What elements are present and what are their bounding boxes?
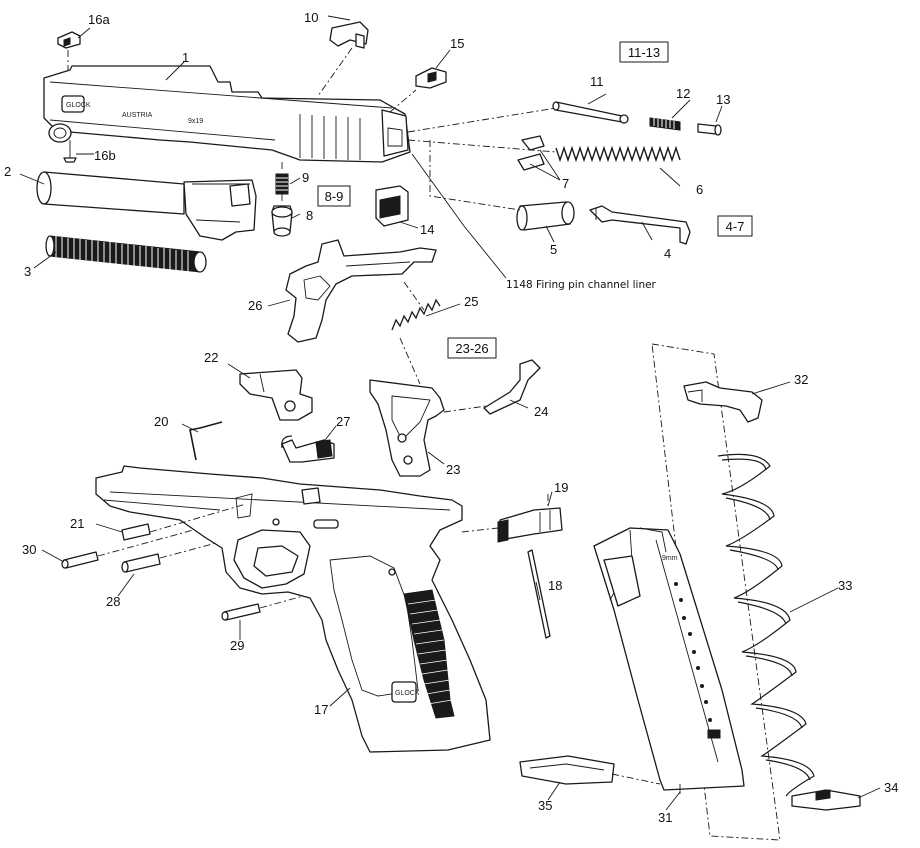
group-box-11-13: 11-13 xyxy=(619,41,669,63)
callout-18: 18 xyxy=(548,578,562,593)
slide-brand-mark: GLOCK xyxy=(66,102,91,109)
callout-31: 31 xyxy=(658,810,672,825)
callout-25: 25 xyxy=(464,294,478,309)
group-box-23-26: 23-26 xyxy=(447,337,497,359)
locking-block-part xyxy=(239,369,313,421)
magazine-catch-part xyxy=(497,494,563,543)
slide-origin-mark: AUSTRIA xyxy=(122,112,153,119)
callout-10: 10 xyxy=(304,10,318,25)
spring-cups-part xyxy=(517,135,545,171)
magazine-floor-plate-part xyxy=(519,755,661,785)
spacer-sleeve-part xyxy=(697,123,722,136)
group-box-4-7: 4-7 xyxy=(717,215,753,237)
callout-21: 21 xyxy=(70,516,84,531)
callout-26: 26 xyxy=(248,298,262,313)
firing-pin-spring-part xyxy=(555,145,681,163)
sight-screw-part xyxy=(63,140,77,163)
callout-23: 23 xyxy=(446,462,460,477)
callout-7: 7 xyxy=(562,176,569,191)
callout-14: 14 xyxy=(420,222,434,237)
callout-9: 9 xyxy=(302,170,309,185)
callout-28: 28 xyxy=(106,594,120,609)
callout-29: 29 xyxy=(230,638,244,653)
receiver-frame-part: GLOCK xyxy=(95,465,499,753)
recoil-spring-part xyxy=(45,235,207,273)
slide-stop-lever-part xyxy=(281,435,335,463)
callout-13: 13 xyxy=(716,92,730,107)
front-sight-part xyxy=(415,67,447,89)
callout-6: 6 xyxy=(696,182,703,197)
magazine-spring-part xyxy=(717,453,815,797)
callout-35: 35 xyxy=(538,798,552,813)
callout-8: 8 xyxy=(306,208,313,223)
callout-27: 27 xyxy=(336,414,350,429)
firing-pin-spacer-sleeve-part xyxy=(516,201,575,231)
callout-16b: 16b xyxy=(94,148,116,163)
callout-2: 2 xyxy=(4,164,11,179)
callout-24: 24 xyxy=(534,404,548,419)
group-box-8-9: 8-9 xyxy=(317,185,351,207)
callout-34: 34 xyxy=(884,780,898,795)
slide-cover-plate-part xyxy=(375,185,409,227)
magazine-insert-part xyxy=(791,789,861,811)
spring-loaded-bearing-part xyxy=(271,162,293,237)
spring-loaded-bearing-spring-part xyxy=(649,117,681,131)
callout-22: 22 xyxy=(204,350,218,365)
slide-caliber-mark: 9x19 xyxy=(188,118,203,125)
callout-32: 32 xyxy=(794,372,808,387)
frame-brand-mark: GLOCK xyxy=(395,690,420,697)
callout-11: 11 xyxy=(590,74,604,89)
group-label-23-26: 23-26 xyxy=(455,341,488,356)
locking-block-pin-part xyxy=(221,571,391,621)
follower-part xyxy=(683,381,763,423)
group-label-4-7: 4-7 xyxy=(726,219,745,234)
magazine-caliber-mark: 9mm xyxy=(662,555,678,562)
barrel-part xyxy=(36,171,257,241)
callout-12: 12 xyxy=(676,86,690,101)
callout-15: 15 xyxy=(450,36,464,51)
callout-17: 17 xyxy=(314,702,328,717)
group-label-8-9: 8-9 xyxy=(325,189,344,204)
callout-30: 30 xyxy=(22,542,36,557)
callout-4: 4 xyxy=(664,246,671,261)
trigger-housing-pin-part xyxy=(121,523,151,541)
firing-pin-part xyxy=(589,205,691,245)
magazine-tube-part: 9mm xyxy=(593,527,745,794)
leader-lines xyxy=(19,15,881,811)
callout-19: 19 xyxy=(554,480,568,495)
slide-part: GLOCK AUSTRIA 9x19 xyxy=(43,65,411,163)
callout-3: 3 xyxy=(24,264,31,279)
trigger-pin-part xyxy=(61,519,231,569)
callout-16a: 16a xyxy=(88,12,110,27)
slide-lock-part xyxy=(317,21,369,97)
trigger-mechanism-housing-part xyxy=(369,379,487,477)
connector-part xyxy=(483,359,541,415)
firing-pin-channel-liner-part xyxy=(552,101,629,124)
trigger-spring-part xyxy=(391,281,441,385)
firing-pin-channel-liner-note: 1148 Firing pin channel liner xyxy=(506,279,657,291)
callout-5: 5 xyxy=(550,242,557,257)
callout-1: 1 xyxy=(182,50,189,65)
callout-20: 20 xyxy=(154,414,168,429)
callout-33: 33 xyxy=(838,578,852,593)
callout-labels: 16a 1 2 3 4 5 6 7 8 9 10 11 12 13 14 15 … xyxy=(4,10,898,825)
rear-sight-part xyxy=(57,31,81,70)
group-label-11-13: 11-13 xyxy=(628,45,660,60)
slide-stop-lever-spring-part xyxy=(189,421,223,461)
trigger-with-trigger-bar-part xyxy=(285,239,437,343)
